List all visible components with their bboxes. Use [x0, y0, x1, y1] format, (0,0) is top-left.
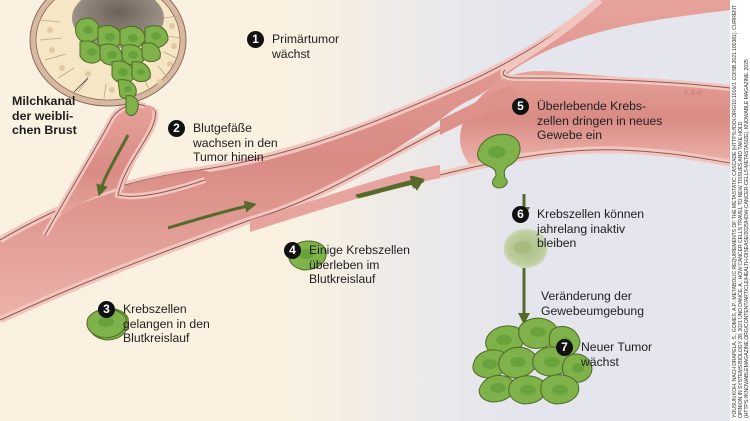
vessel-body: [0, 0, 730, 320]
step-text: Krebszellen können jahrelang inaktiv ble…: [537, 207, 645, 250]
step-6: 6 Krebszellen können jahrelang inaktiv b…: [512, 206, 645, 251]
step-2: 2 Blutgefäße wachsen in den Tumor hinein: [168, 120, 278, 165]
diagram-canvas: Y. Koh Milchkanal der weibli- chen Brust…: [0, 0, 730, 421]
step-3: 3 Krebszellen gelangen in den Blutkreisl…: [98, 301, 210, 346]
tumor-cell-nuclei: [83, 26, 161, 92]
step-number-badge: 7: [556, 339, 573, 356]
dormant-cell: [503, 228, 548, 268]
step-5: 5 Überlebende Krebs- zellen dringen in n…: [512, 98, 663, 143]
milk-duct: [29, 0, 187, 116]
step-7: 7 Neuer Tumor wächst: [556, 339, 653, 369]
artist-signature: Y. Koh: [684, 89, 703, 97]
branch-outline-upper: [502, 69, 730, 89]
arrow-to-extravasation: [355, 175, 423, 198]
arrow-into-circulation: [96, 134, 130, 197]
step-4: 4 Einige Krebszellen überleben im Blutkr…: [284, 242, 410, 287]
source-credit: YOUSUN KOH, NACH DRAPELA, S., GOMES, A.P…: [732, 5, 750, 418]
step-text: Überlebende Krebs- zellen dringen in neu…: [537, 99, 663, 142]
duct-cell-nuclei: [47, 23, 177, 93]
credit-strip: [730, 0, 750, 421]
step-number-badge: 4: [284, 242, 301, 259]
step-number-badge: 6: [512, 206, 529, 223]
step-number-badge: 1: [247, 31, 264, 48]
step-text: Neuer Tumor wächst: [581, 340, 653, 369]
step-text: Primärtumor wächst: [272, 32, 340, 61]
capillary-outline-right: [117, 109, 206, 197]
step-number-badge: 3: [98, 301, 115, 318]
duct-label: Milchkanal der weibli- chen Brust: [12, 94, 77, 137]
tissue-change-label: Veränderung der Gewebeumgebung: [541, 289, 644, 318]
circulating-cell-group: [86, 308, 127, 339]
step-text: Krebszellen gelangen in den Blutkreislau…: [123, 302, 210, 345]
extravasating-cell: [477, 133, 521, 189]
duct-leader-line: [73, 77, 89, 93]
step-1: 1 Primärtumor wächst: [247, 31, 340, 61]
vessel-lower-fill: [250, 165, 440, 232]
step-number-badge: 5: [512, 98, 529, 115]
step-text: Blutgefäße wachsen in den Tumor hinein: [193, 121, 278, 164]
arrow-circulation-1: [167, 200, 257, 230]
step-text: Einige Krebszellen überleben im Blutkrei…: [309, 243, 410, 286]
branch-body: [460, 70, 730, 165]
vessel-junction: [440, 85, 520, 135]
step-number-badge: 2: [168, 120, 185, 137]
